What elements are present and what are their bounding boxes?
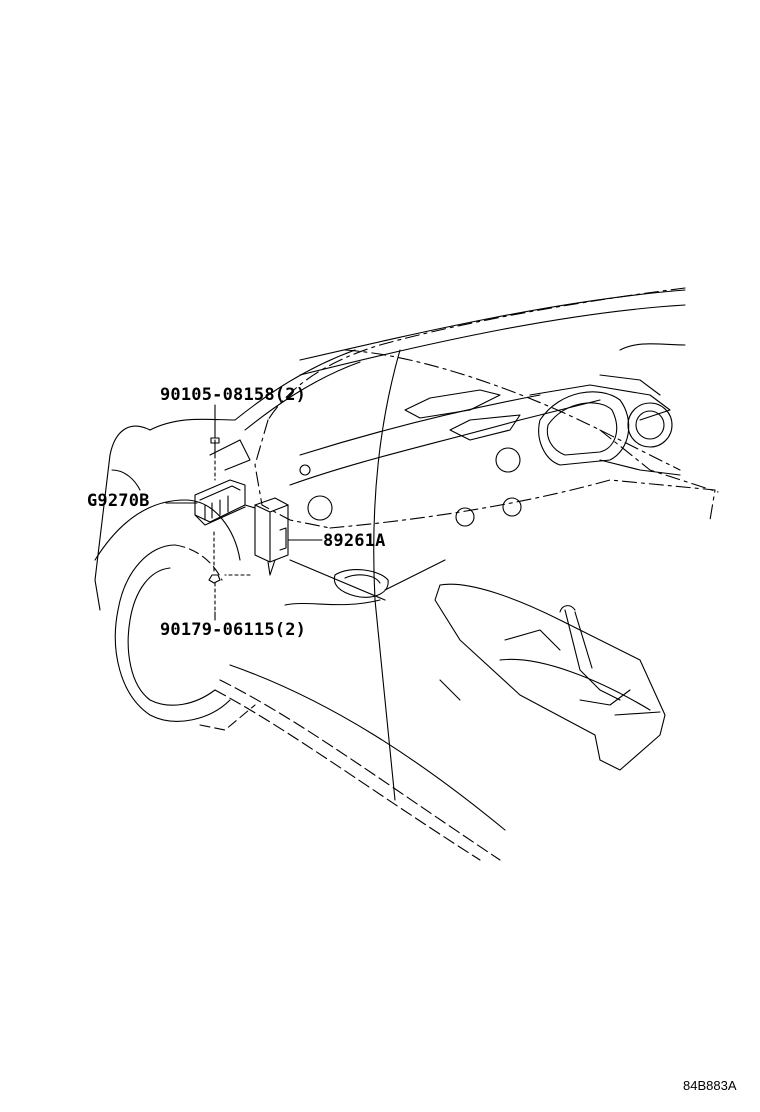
gauge-cluster	[538, 343, 686, 476]
fender-wheel	[94, 418, 256, 731]
bracket-assembly	[194, 437, 251, 613]
callout-nut-label: 90179-06115(2)	[160, 620, 307, 640]
door-body	[214, 349, 506, 861]
callout-module-label: 89261A	[323, 531, 386, 551]
instrument-panel	[289, 384, 671, 527]
leader-lines	[165, 404, 323, 621]
dashboard-outline	[254, 287, 719, 529]
callout-bolt-label: 90105-08158(2)	[160, 385, 307, 405]
control-module	[224, 497, 289, 576]
figure-number: 84B883A	[683, 1078, 737, 1093]
callout-bracket-label: G9270B	[87, 491, 150, 511]
center-console	[434, 583, 666, 771]
a-pillar	[234, 289, 686, 431]
